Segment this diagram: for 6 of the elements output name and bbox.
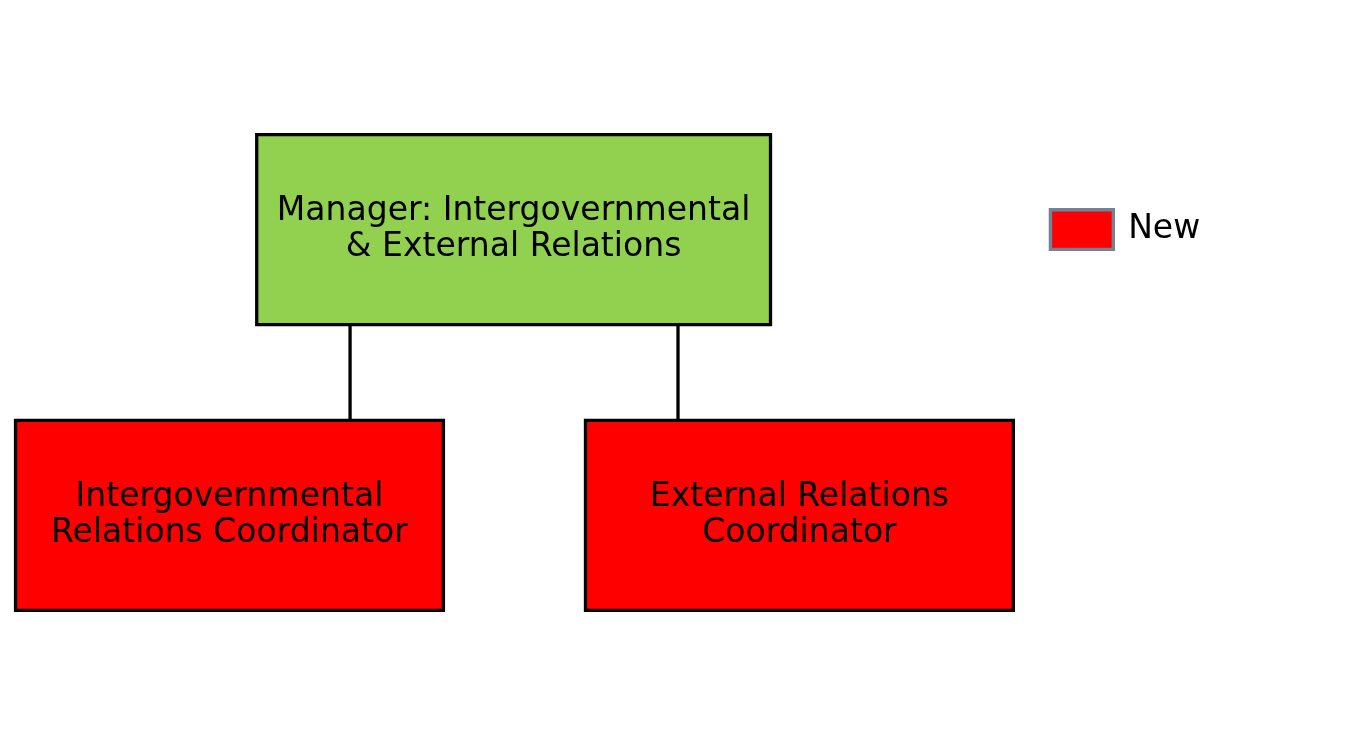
legend-label: New — [1128, 206, 1201, 246]
connector — [676, 324, 680, 421]
node-box: External Relations Coordinator — [583, 418, 1015, 613]
node-box: Manager: Intergovernmental & External Relations — [255, 132, 773, 327]
connector — [348, 324, 352, 421]
node-box: Intergovernmental Relations Coordinator — [13, 418, 446, 613]
